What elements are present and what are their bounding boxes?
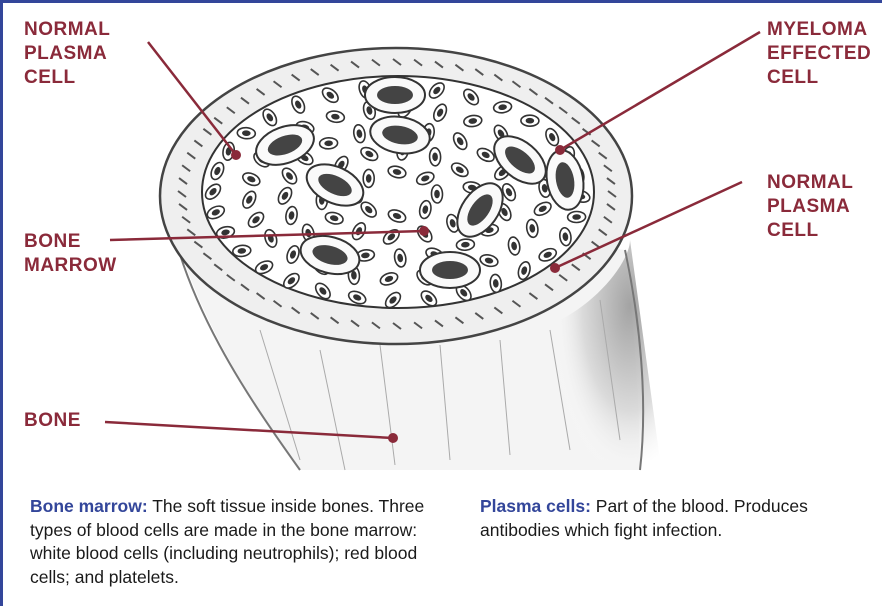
marker-normal-plasma-left [231,150,241,160]
small-cell [429,148,441,166]
small-cell [363,169,374,187]
label-normal-plasma-cell-left: NORMAL PLASMA CELL [24,18,110,90]
label-bone: BONE [24,409,81,433]
small-cell [431,185,443,203]
large-cell [365,77,425,113]
marker-bone-marrow [419,226,429,236]
marker-bone [388,433,398,443]
small-cell [521,115,539,126]
marker-normal-plasma-right [550,263,560,273]
term-plasma-cells: Plasma cells: [480,496,591,516]
leader-myeloma [560,32,760,150]
marker-myeloma [555,145,565,155]
label-myeloma-effected-cell: MYELOMA EFFECTED CELL [767,18,871,90]
description-plasma-cells: Plasma cells: Part of the blood. Produce… [480,495,880,542]
small-cell [567,211,585,223]
small-cell [319,137,338,149]
label-bone-marrow: BONE MARROW [24,230,117,278]
small-cell [237,127,256,139]
term-bone-marrow: Bone marrow: [30,496,148,516]
label-normal-plasma-cell-right: NORMAL PLASMA CELL [767,171,853,243]
large-cell [420,252,480,288]
description-bone-marrow: Bone marrow: The soft tissue inside bone… [30,495,455,589]
